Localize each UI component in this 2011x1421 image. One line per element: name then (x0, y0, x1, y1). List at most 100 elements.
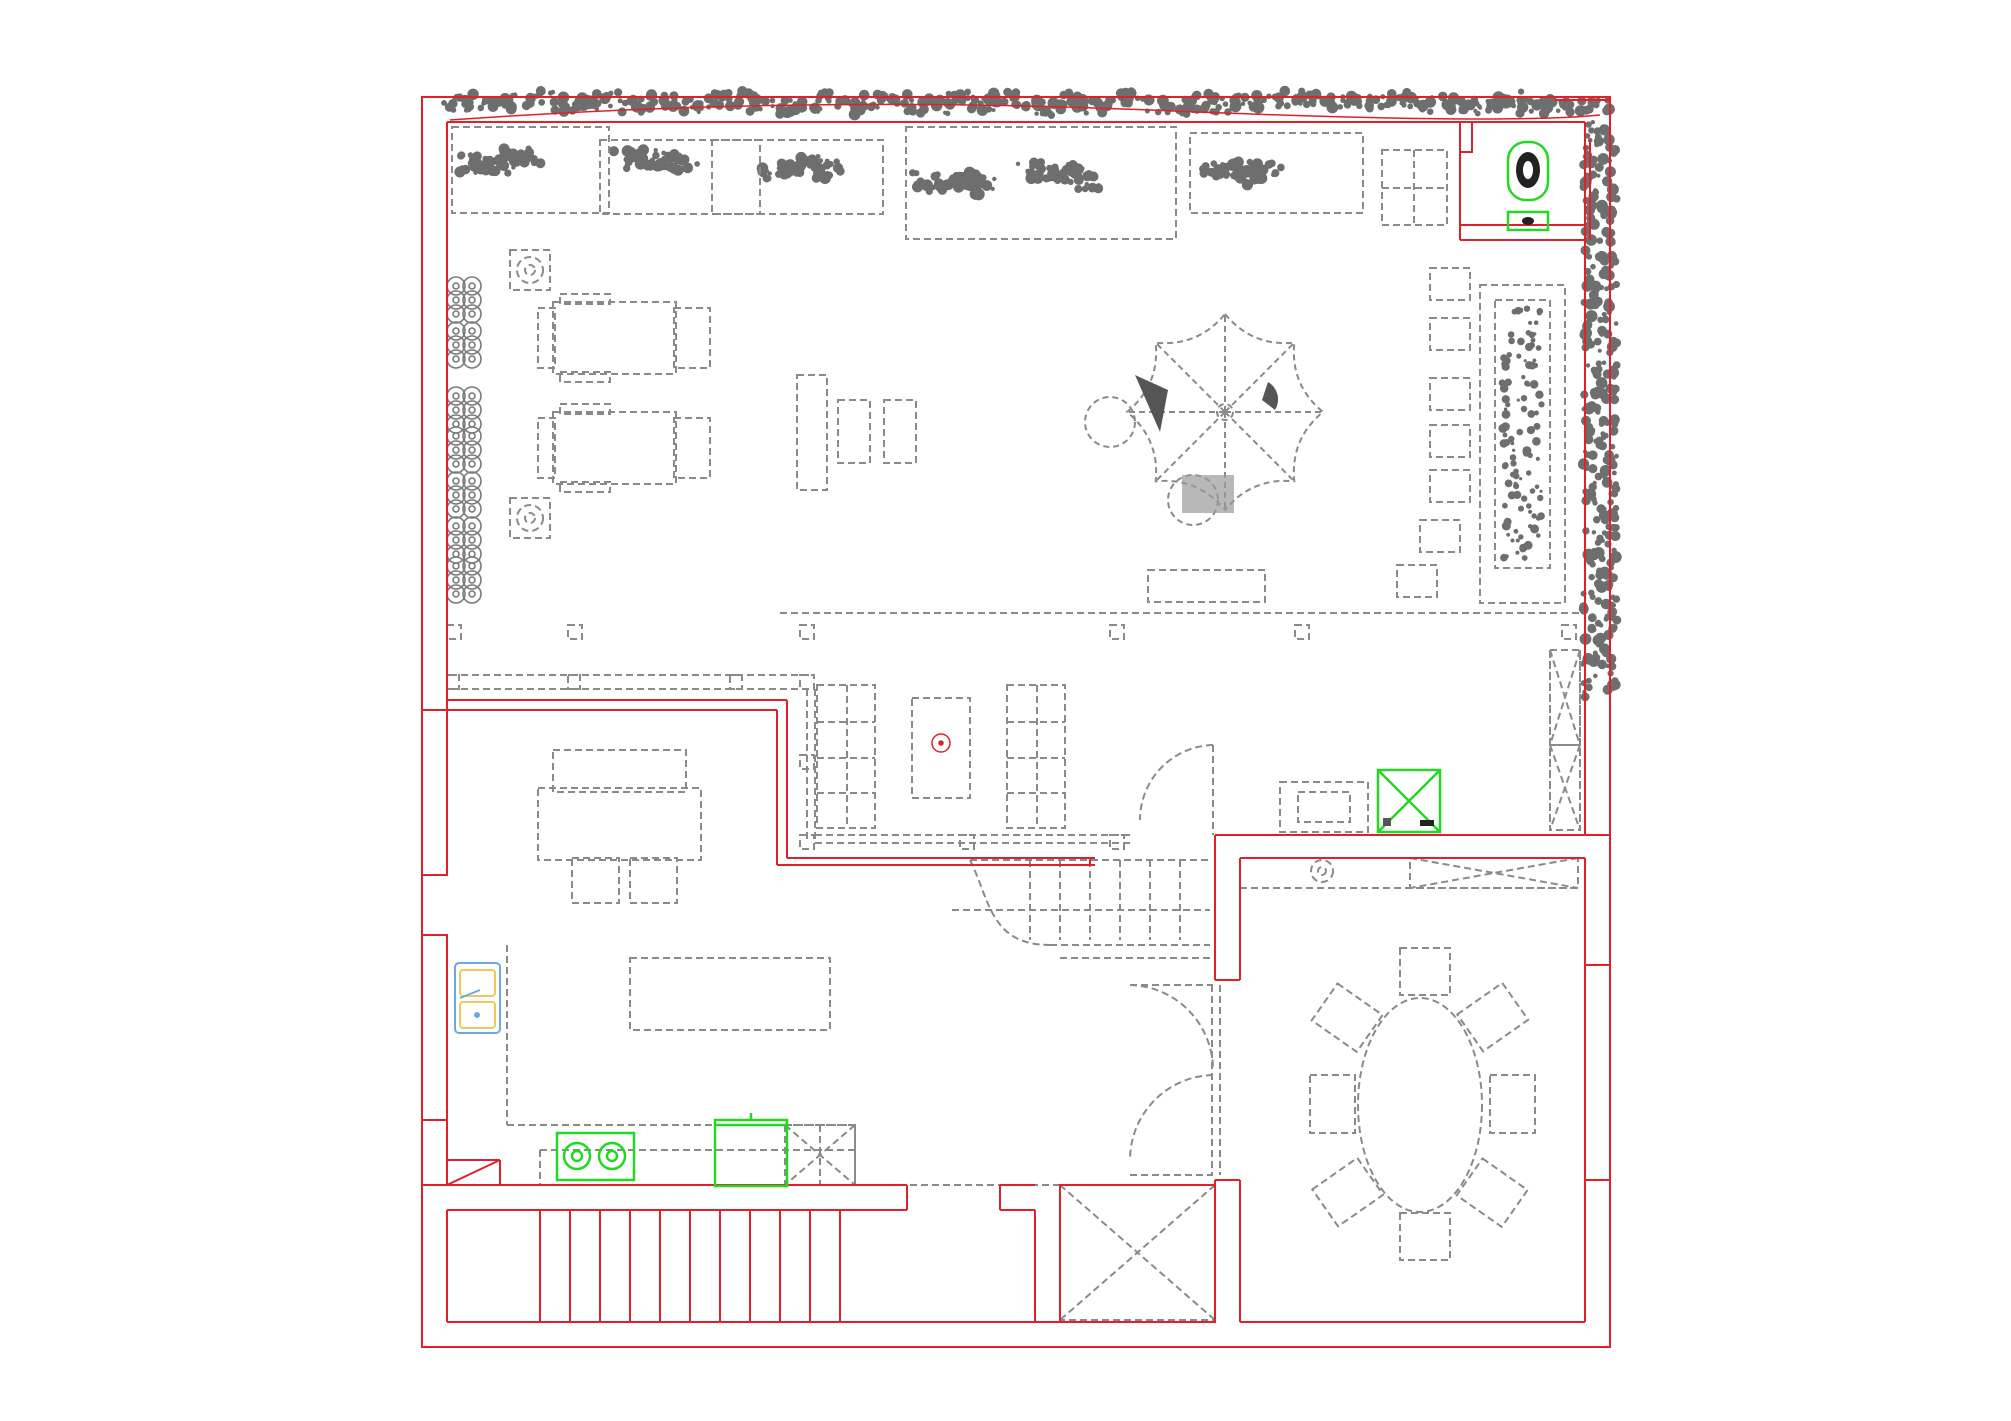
foliage-leaf (945, 90, 952, 97)
foliage-leaf (608, 146, 619, 157)
foliage-leaf (1109, 96, 1116, 104)
foliage-leaf (1343, 100, 1352, 109)
foliage-leaf (1585, 253, 1593, 260)
foliage-leaf (1240, 101, 1246, 107)
foliage-leaf (1532, 437, 1541, 446)
foliage-leaf (956, 184, 962, 190)
floor-drain (931, 733, 951, 753)
foliage-leaf (808, 154, 814, 160)
foliage-leaf (909, 97, 915, 103)
foliage-leaf (1612, 603, 1617, 608)
foliage-leaf (1535, 345, 1542, 351)
foliage-leaf (976, 172, 983, 179)
foliage-leaf (1463, 99, 1474, 110)
shrub-core (452, 491, 460, 499)
foliage-leaf (1510, 441, 1515, 446)
foliage-leaf (625, 154, 635, 163)
foliage-leaf (1055, 99, 1066, 110)
stair-treads (539, 1210, 841, 1322)
foliage-leaf (1512, 448, 1516, 452)
umbrella-rib (1224, 341, 1296, 413)
foliage-leaf (1365, 96, 1375, 106)
foliage-leaf (789, 103, 802, 116)
foliage-leaf (1598, 268, 1610, 280)
shrub-core (468, 536, 476, 544)
foliage-leaf (669, 91, 679, 101)
foliage-leaf (1077, 100, 1089, 112)
foliage-leaf (1594, 597, 1603, 605)
shrub-core (452, 522, 460, 530)
foliage-leaf (1520, 405, 1528, 413)
kitchen-sink (454, 962, 501, 1034)
foliage-leaf (1064, 88, 1074, 98)
foliage-leaf (494, 154, 504, 164)
foliage-leaf (824, 88, 834, 97)
shrub-ring (462, 321, 482, 341)
shrub-core (468, 341, 476, 349)
foliage-leaf (621, 99, 629, 107)
foliage-leaf (667, 100, 679, 112)
foliage-leaf (1073, 163, 1079, 170)
foliage-leaf (473, 170, 478, 175)
foliage-leaf (1597, 659, 1607, 670)
foliage-leaf (653, 148, 658, 153)
foliage-leaf (642, 160, 653, 171)
foliage-leaf (1511, 308, 1518, 315)
door-swings (1129, 744, 1221, 1176)
shrub-core (452, 355, 460, 363)
umbrella-pole (1216, 403, 1234, 421)
foliage-leaf (1518, 534, 1524, 540)
stool-1 (837, 399, 871, 464)
foliage-leaf (475, 153, 481, 159)
foliage-leaf (1260, 96, 1268, 104)
foliage-leaf (1448, 103, 1456, 110)
foliage-leaf (1602, 432, 1609, 439)
chair-column-right (1396, 267, 1471, 598)
foliage-leaf (457, 165, 468, 175)
foliage-leaf (1500, 97, 1512, 109)
kitchen-table (537, 749, 702, 904)
foliage-leaf (733, 100, 743, 110)
stool-2 (883, 399, 917, 464)
foliage-leaf (827, 161, 834, 168)
foliage-leaf (1598, 555, 1606, 563)
foliage-leaf (1597, 316, 1604, 323)
foliage-leaf (1505, 401, 1511, 408)
foliage-leaf (1555, 108, 1561, 114)
foliage-leaf (550, 89, 556, 95)
umbrella-rib (1154, 341, 1226, 413)
foliage-leaf (1386, 104, 1391, 109)
foliage-leaf (775, 170, 783, 178)
walls (421, 96, 1611, 1348)
foliage-leaf (976, 104, 989, 116)
foliage-leaf (694, 161, 700, 167)
foliage-leaf (1603, 629, 1614, 641)
foliage-leaf (1610, 373, 1617, 380)
foliage-leaf (924, 93, 935, 104)
shrub-ring (462, 570, 482, 590)
foliage-leaf (1056, 170, 1064, 177)
planter-boxes-top (451, 126, 1448, 240)
foliage-leaf (815, 154, 821, 159)
shrub-core (452, 282, 460, 290)
foliage-leaf (1604, 286, 1610, 292)
foliage-leaf (535, 86, 546, 96)
foliage-leaf (1585, 677, 1592, 684)
foliage-leaf (562, 102, 571, 110)
foliage-leaf (923, 180, 932, 189)
foliage-leaf (1611, 257, 1620, 266)
foliage-leaf (1174, 104, 1185, 115)
cooktop (555, 1131, 636, 1182)
foliage-leaf (480, 165, 491, 176)
foliage-leaf (1529, 488, 1536, 494)
foliage-leaf (1589, 387, 1599, 398)
foliage-leaf (467, 159, 476, 168)
foliage-leaf (890, 94, 901, 105)
foliage-leaf (832, 162, 844, 174)
foliage-leaf (1083, 110, 1089, 116)
foliage-leaf (797, 164, 806, 172)
foliage-leaf (1319, 95, 1331, 107)
foliage-leaf (1258, 102, 1263, 107)
foliage-leaf (684, 96, 691, 104)
foliage-leaf (1593, 337, 1602, 346)
